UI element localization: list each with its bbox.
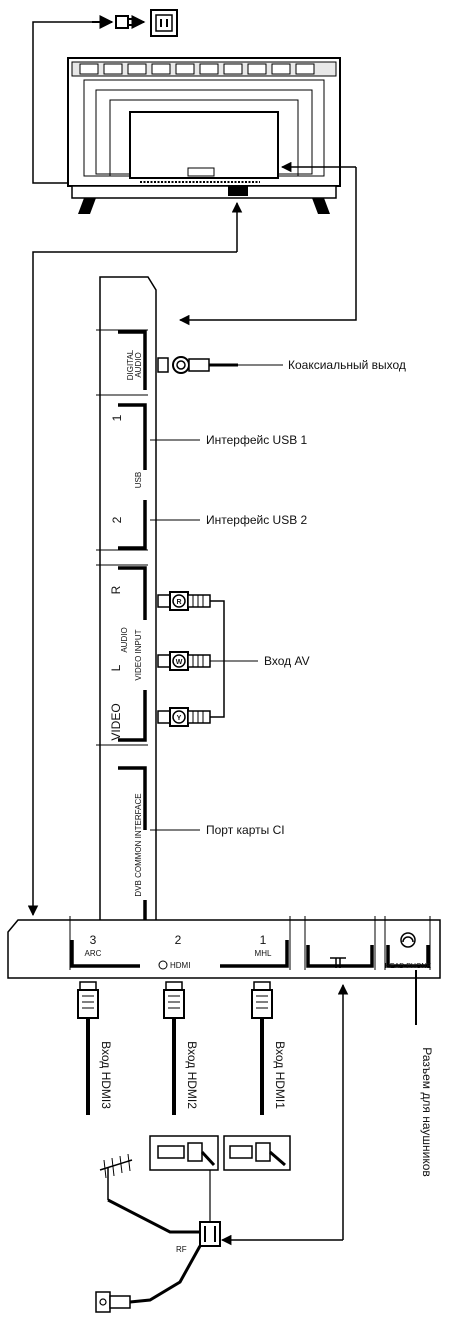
hdmi3-plug-icon: [77, 981, 99, 1115]
digital-audio-label: DIGITAL: [126, 349, 135, 380]
video-label: VIDEO: [109, 703, 123, 740]
digital-audio-label-2: AUDIO: [134, 352, 143, 377]
tv-to-bottom-panel-line: [27, 251, 237, 917]
wall-antenna-socket-icon: [95, 1245, 202, 1313]
hdmi2-callout: Вход HDMI2: [185, 1041, 199, 1109]
headphone-label: HEAD PHONE: [385, 963, 432, 970]
headphone-jack-callout: Разъем для наушников: [420, 1047, 434, 1177]
hdmi1-num: 1: [260, 933, 267, 947]
rca-connector-y-icon: [157, 707, 211, 727]
hdmi2-num: 2: [175, 933, 182, 947]
rf-splitter-icon: [199, 1170, 221, 1247]
rca-letter-y: Y: [177, 715, 182, 722]
hdmi3-num: 3: [90, 933, 97, 947]
ci-port-callout: Порт карты CI: [206, 823, 285, 837]
usb-port2-label: 2: [110, 516, 124, 523]
connector-detail-box-1: [149, 1135, 219, 1171]
hdmi1-callout: Вход HDMI1: [273, 1041, 287, 1109]
bottom-panel: [7, 916, 441, 979]
av-cable-bracket: [210, 600, 225, 718]
hdmi1-mhl: MHL: [255, 949, 272, 958]
dvb-ci-label: DVB COMMON INTERFACE: [134, 793, 143, 896]
usb2-callout: Интерфейс USB 2: [206, 513, 308, 527]
rca-letter-w: W: [176, 659, 183, 666]
rooftop-antenna-icon: [99, 1153, 200, 1234]
rca-connector-r-icon: [157, 591, 211, 611]
audio-label: AUDIO: [120, 627, 129, 652]
wall-outlet-icon: [150, 9, 178, 37]
hdmi-input-icon: [158, 960, 168, 970]
coax-out-callout: Коаксиальный выход: [288, 358, 406, 372]
tv-to-side-panel-line: [178, 167, 357, 326]
antenna-port-icon: [330, 957, 346, 968]
usb-label: USB: [134, 472, 143, 488]
rca-connector-w-icon: [157, 651, 211, 671]
usb1-callout: Интерфейс USB 1: [206, 433, 308, 447]
audio-r-label: R: [109, 585, 123, 594]
coax-connector-icon: [157, 356, 238, 374]
connector-detail-box-2: [223, 1135, 291, 1171]
hdmi-label: HDMI: [170, 961, 190, 970]
audio-l-label: L: [109, 664, 123, 671]
headphone-icon: [400, 932, 416, 948]
av-in-callout: Вход AV: [264, 654, 310, 668]
rf-label: RF: [176, 1245, 187, 1254]
hdmi3-arc: ARC: [85, 949, 102, 958]
usb-port1-label: 1: [110, 414, 124, 421]
power-plug-icon: [92, 15, 146, 29]
video-input-label: VIDEO INPUT: [134, 629, 143, 680]
hdmi2-plug-icon: [163, 981, 185, 1115]
tv-rear-view: [67, 57, 341, 214]
hdmi3-callout: Вход HDMI3: [99, 1041, 113, 1109]
hdmi1-plug-icon: [251, 981, 273, 1115]
rca-letter-r: R: [176, 599, 181, 606]
